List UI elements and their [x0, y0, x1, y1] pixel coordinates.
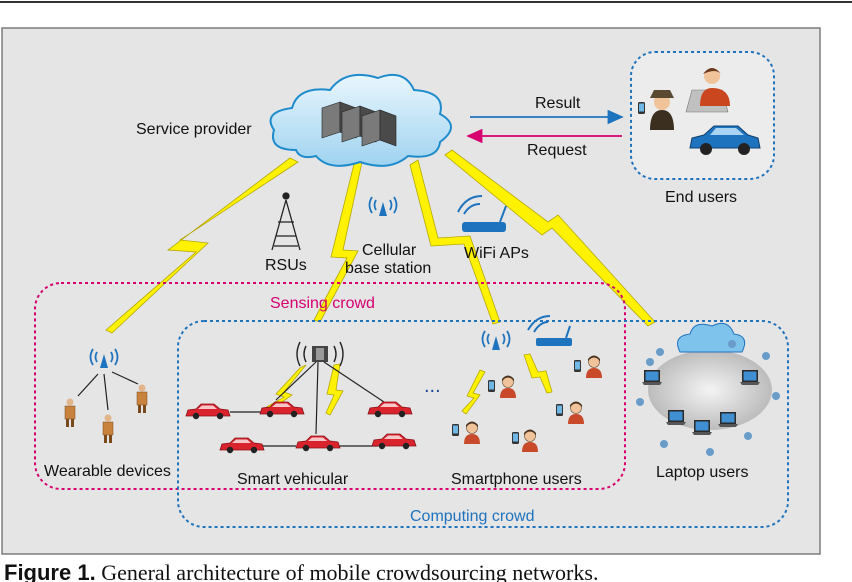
laptop-users-icon	[636, 322, 780, 456]
figure-number: Figure 1.	[4, 560, 96, 582]
wifi-aps-label: WiFi APs	[464, 245, 529, 262]
cloud-server-icon	[269, 74, 452, 167]
figure-caption-text: General architecture of mobile crowdsour…	[101, 560, 599, 582]
service-provider-label: Service provider	[136, 121, 252, 138]
rsu-node-icon	[296, 341, 344, 367]
end-users-region	[630, 51, 775, 180]
result-label: Result	[535, 95, 581, 112]
figure-caption: Figure 1. General architecture of mobile…	[4, 560, 844, 582]
sensing-crowd-label: Sensing crowd	[270, 295, 375, 312]
cellular-label-line1: Cellular	[362, 242, 417, 259]
ellipsis: ...	[424, 375, 441, 397]
rsus-label: RSUs	[265, 257, 307, 274]
smartphone-users-label: Smartphone users	[451, 471, 582, 488]
smartphone-wifi-icon	[527, 315, 572, 346]
computing-crowd-region	[177, 320, 789, 528]
cellular-label-line2: base station	[345, 260, 431, 277]
wearable-workers	[64, 371, 148, 444]
sensing-crowd-region	[34, 282, 626, 490]
wifi-router-icon	[457, 195, 507, 232]
laptop-users-label: Laptop users	[656, 464, 749, 481]
request-label: Request	[527, 142, 587, 159]
end-users-icons	[638, 68, 761, 155]
phone-icon	[638, 102, 645, 114]
computing-crowd-label: Computing crowd	[410, 508, 535, 525]
wearable-devices-label: Wearable devices	[44, 463, 171, 480]
end-users-label: End users	[665, 189, 737, 206]
vehicle-links	[230, 361, 385, 447]
rsu-tower-icon	[271, 192, 301, 251]
smart-vehicular-label: Smart vehicular	[237, 471, 349, 488]
